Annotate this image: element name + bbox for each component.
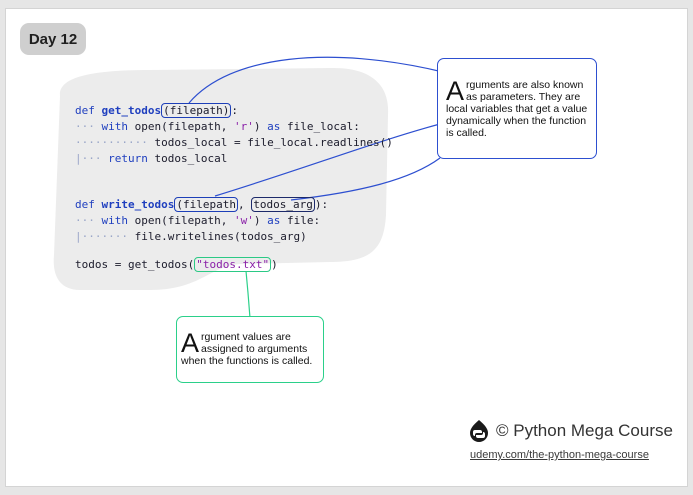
code-line-1: def get_todos(filepath): bbox=[75, 103, 238, 118]
code-line-7: |······· file.writelines(todos_arg) bbox=[75, 230, 307, 243]
day-badge: Day 12 bbox=[20, 23, 86, 55]
code-line-3: ··········· todos_local = file_local.rea… bbox=[75, 136, 393, 149]
code-line-2: ··· with open(filepath, 'r') as file_loc… bbox=[75, 120, 360, 133]
arg-highlight-todos-txt: "todos.txt" bbox=[194, 257, 272, 272]
note-dropcap: A bbox=[181, 328, 200, 358]
note-dropcap: A bbox=[446, 76, 465, 106]
code-line-4: |··· return todos_local bbox=[75, 152, 228, 165]
course-link[interactable]: udemy.com/the-python-mega-course bbox=[470, 449, 649, 461]
python-mega-course-logo-icon bbox=[470, 420, 488, 442]
code-line-8: todos = get_todos("todos.txt") bbox=[75, 257, 278, 272]
brand-text: © Python Mega Course bbox=[496, 421, 673, 440]
note-text: rguments are also known as parameters. T… bbox=[446, 79, 588, 139]
param-highlight-filepath-2: (filepath bbox=[174, 197, 238, 212]
note-text: rgument values are assigned to arguments… bbox=[181, 331, 313, 367]
code-line-5: def write_todos(filepath, todos_arg): bbox=[75, 197, 329, 212]
code-line-6: ··· with open(filepath, 'w') as file: bbox=[75, 214, 321, 227]
param-highlight-filepath: (filepath) bbox=[161, 103, 232, 118]
param-highlight-todos-arg: todos_arg bbox=[251, 197, 315, 212]
function-name: get_todos bbox=[101, 104, 162, 117]
brand: © Python Mega Course bbox=[468, 417, 673, 445]
keyword: def bbox=[75, 104, 95, 117]
